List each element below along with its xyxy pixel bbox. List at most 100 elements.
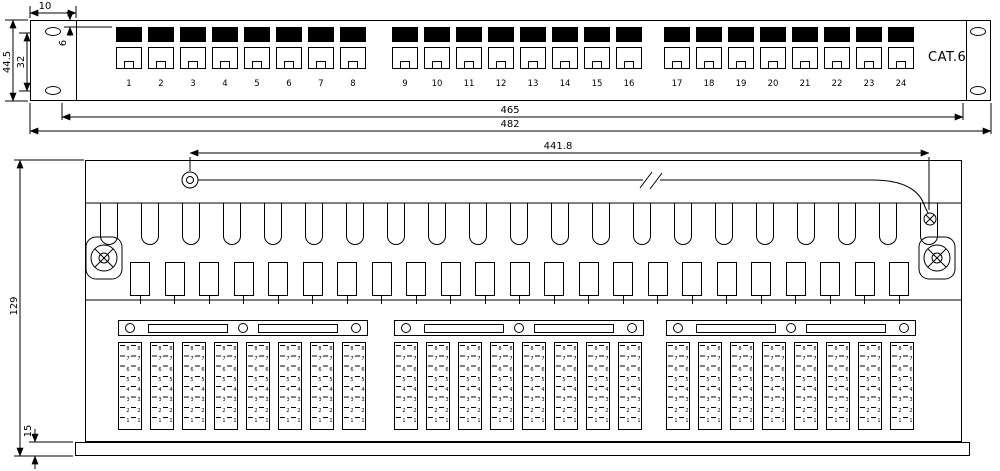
rj45-jack-latch (896, 61, 906, 69)
idc-contacts (439, 345, 444, 427)
port-number: 9 (402, 79, 408, 89)
rj45-jack-latch (672, 61, 682, 69)
port-number: 14 (559, 79, 571, 89)
dim-overall-width: 482 (29, 103, 992, 135)
dim-label-inner-height: 32 (16, 56, 27, 69)
idc-contacts (355, 345, 360, 427)
vent-slot (751, 262, 771, 296)
idc-contacts (184, 345, 189, 427)
vent-slot (302, 262, 323, 296)
rear-bottom-flange (75, 442, 970, 456)
rj45-shield-opening (584, 27, 610, 42)
slot-tick (829, 296, 831, 304)
slot-tick (381, 296, 382, 304)
rj45-jack-latch (188, 61, 198, 69)
idc-pin-numbers: 8 7 6 5 4 3 2 1 (434, 346, 438, 425)
idc-contacts (599, 345, 604, 427)
port-number: 1 (126, 79, 132, 89)
rj45-jack-latch (592, 61, 602, 69)
vent-slot (682, 262, 702, 296)
dim-label-ear-width: 10 (39, 1, 52, 12)
vent-slot (854, 262, 875, 296)
rj45-jack-latch (252, 61, 262, 69)
idc-contacts (903, 345, 908, 427)
comb-finger-slot (592, 203, 610, 245)
header-label-window (424, 323, 504, 333)
rj45-shield-opening (824, 27, 850, 42)
rj45-jack-latch (528, 61, 538, 69)
idc-pin-numbers: 8 7 6 5 4 3 2 1 (626, 346, 630, 425)
header-label-window (806, 323, 886, 333)
header-screw-icon (673, 323, 683, 333)
port-number: 24 (895, 79, 907, 89)
idc-pin-numbers: 8 7 6 5 4 3 2 1 (605, 346, 609, 425)
dim-label-mounting-span: 465 (500, 105, 519, 116)
idc-contacts (460, 345, 465, 427)
rear-screw-right-icon (918, 236, 956, 280)
port-number: 12 (495, 79, 507, 89)
mounting-hole-icon (970, 86, 986, 95)
idc-block (310, 342, 334, 430)
comb-finger-slot (141, 203, 159, 245)
port-number: 6 (286, 79, 292, 89)
comb-finger-slot (223, 203, 241, 245)
slot-tick (864, 296, 865, 304)
idc-block (150, 342, 174, 430)
idc-contacts (524, 345, 529, 427)
slot-tick (553, 296, 555, 304)
port-number: 23 (863, 79, 875, 89)
rj45-shield-opening (456, 27, 482, 42)
idc-pin-numbers: 8 7 6 5 4 3 2 1 (169, 346, 173, 425)
idc-header-bar (118, 320, 368, 336)
header-screw-icon (401, 323, 411, 333)
idc-block (214, 342, 238, 430)
dim-inner-height: 32 (16, 32, 31, 92)
idc-pin-numbers: 8 7 6 5 4 3 2 1 (509, 346, 513, 425)
port-number: 4 (222, 79, 228, 89)
idc-pin-numbers: 8 7 6 5 4 3 2 1 (137, 346, 141, 425)
idc-header-bar (394, 320, 644, 336)
idc-pin-numbers: 8 7 6 5 4 3 2 1 (877, 346, 881, 425)
rj45-shield-opening (888, 27, 914, 42)
idc-pin-numbers: 8 7 6 5 4 3 2 1 (477, 346, 481, 425)
rj45-shield-opening (616, 27, 642, 42)
idc-contacts (291, 345, 296, 427)
idc-pin-numbers: 8 7 6 5 4 3 2 1 (498, 346, 502, 425)
idc-contacts (556, 345, 561, 427)
port-number: 15 (591, 79, 603, 89)
idc-pin-numbers: 8 7 6 5 4 3 2 1 (909, 346, 913, 425)
comb-finger-slot (797, 203, 815, 245)
rj45-jack-latch (156, 61, 166, 69)
idc-contacts (668, 345, 673, 427)
wire-break-icon (639, 171, 653, 189)
rj45-jack-latch (800, 61, 810, 69)
idc-pin-numbers: 8 7 6 5 4 3 2 1 (413, 346, 417, 425)
idc-pin-numbers: 8 7 6 5 4 3 2 1 (813, 346, 817, 425)
port-number: 17 (671, 79, 683, 89)
vent-slot (406, 262, 426, 296)
idc-contacts (679, 345, 684, 427)
rj45-shield-opening (488, 27, 514, 42)
header-screw-icon (627, 323, 637, 333)
dim-rear-height: 129 (9, 159, 84, 457)
port-number: 16 (623, 79, 635, 89)
dim-label-rear-height: 129 (9, 296, 20, 315)
idc-header-bar (666, 320, 916, 336)
vent-slot (268, 262, 288, 296)
idc-contacts (323, 345, 328, 427)
ground-screw-icon (923, 212, 937, 226)
comb-finger-slot (756, 203, 774, 245)
idc-pin-numbers: 8 7 6 5 4 3 2 1 (201, 346, 205, 425)
idc-block (522, 342, 546, 430)
idc-pin-numbers: 8 7 6 5 4 3 2 1 (898, 346, 902, 425)
idc-contacts (163, 345, 168, 427)
rj45-shield-opening (792, 27, 818, 42)
idc-block (730, 342, 754, 430)
rj45-jack-latch (768, 61, 778, 69)
header-screw-icon (351, 323, 361, 333)
idc-block (278, 342, 302, 430)
header-screw-icon (514, 323, 524, 333)
port-number: 10 (431, 79, 443, 89)
idc-block (666, 342, 690, 430)
rear-panel-body (85, 160, 962, 442)
